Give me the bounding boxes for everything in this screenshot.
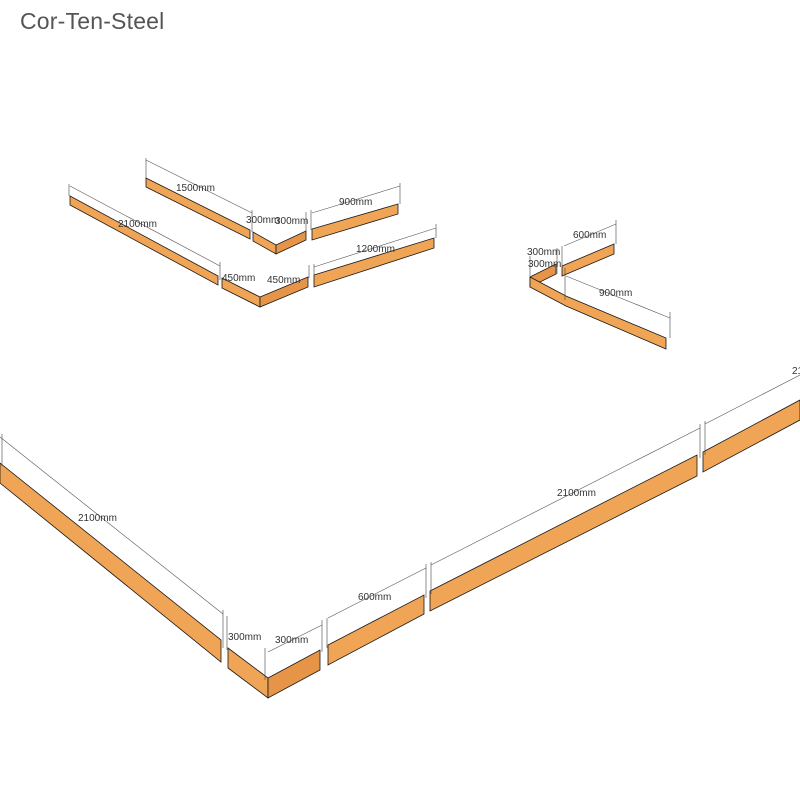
steel-strip bbox=[275, 230, 307, 255]
dimension-line bbox=[704, 374, 800, 425]
dimension-label: 2100mm bbox=[557, 488, 596, 499]
dimension-label: 300mm bbox=[275, 216, 308, 227]
steel-strip bbox=[227, 647, 269, 699]
steel-strip bbox=[529, 276, 667, 350]
dimension-label: 300mm bbox=[527, 247, 560, 258]
right-small-edging-group: 300mm 300mm 600mm 900mm bbox=[527, 220, 671, 350]
dimension-label: 300mm bbox=[246, 215, 279, 226]
large-edging-group: 2100mm 300mm 300mm 600mm 2100mm 21 bbox=[0, 366, 800, 699]
dimension-line bbox=[563, 223, 617, 247]
dimension-line bbox=[69, 185, 221, 267]
dimension-label: 1200mm bbox=[356, 244, 395, 255]
dimension-label: 600mm bbox=[358, 592, 391, 603]
steel-strip bbox=[145, 177, 251, 240]
dimension-label: 600mm bbox=[573, 230, 606, 241]
steel-strip bbox=[429, 454, 698, 612]
steel-strip bbox=[702, 399, 800, 473]
steel-strip bbox=[0, 462, 222, 663]
dimension-line bbox=[327, 567, 427, 619]
dimension-line bbox=[145, 159, 253, 214]
top-left-edging-group: 1500mm 300mm 300mm 900mm 2100mm 450mm 45… bbox=[68, 158, 437, 308]
steel-strip bbox=[69, 195, 219, 286]
dimension-label: 450mm bbox=[222, 273, 255, 284]
dimension-label: 21 bbox=[792, 366, 800, 377]
dimension-label: 1500mm bbox=[176, 183, 215, 194]
dimension-label: 2100mm bbox=[118, 219, 157, 230]
dimension-label: 2100mm bbox=[78, 513, 117, 524]
dimension-line bbox=[311, 185, 401, 214]
dimension-label: 300mm bbox=[528, 259, 561, 270]
steel-strip bbox=[252, 231, 277, 255]
dimension-line bbox=[267, 624, 323, 653]
dimension-label: 300mm bbox=[275, 635, 308, 646]
dimension-label: 900mm bbox=[339, 197, 372, 208]
dimension-line bbox=[0, 436, 224, 615]
dimension-line bbox=[430, 427, 701, 566]
dimension-label: 300mm bbox=[228, 632, 261, 643]
dimension-line bbox=[565, 275, 671, 319]
steel-strip bbox=[311, 203, 399, 241]
dimension-label: 450mm bbox=[267, 275, 300, 286]
steel-strip bbox=[259, 276, 309, 308]
steel-strip bbox=[561, 243, 615, 277]
dimension-label: 900mm bbox=[599, 288, 632, 299]
steel-strip bbox=[327, 594, 425, 666]
dimension-line bbox=[313, 227, 437, 268]
page-title: Cor-Ten-Steel bbox=[20, 8, 165, 34]
steel-strip bbox=[313, 237, 435, 288]
steel-strip bbox=[267, 649, 321, 699]
